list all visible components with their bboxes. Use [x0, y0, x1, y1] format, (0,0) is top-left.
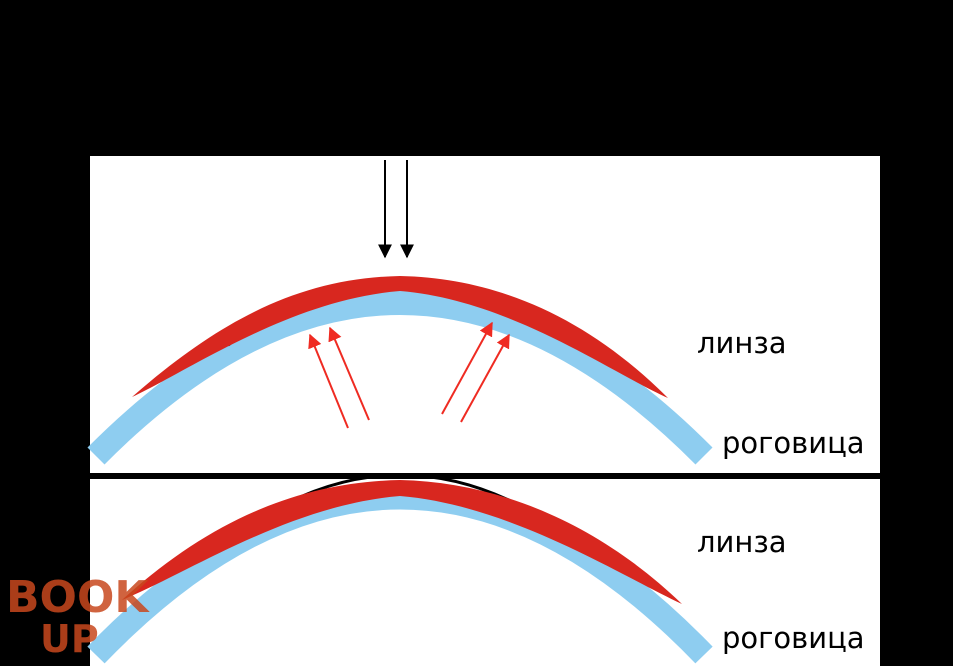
bookup-logo-line2: UP — [40, 617, 99, 661]
lens-top — [132, 276, 668, 398]
cornea-label-top: роговица — [722, 426, 865, 460]
top-diagram: линза роговица — [87, 160, 865, 465]
cornea-bottom — [87, 485, 713, 664]
lens-label-top: линза — [697, 326, 787, 360]
reflected-arrow-2 — [328, 326, 370, 421]
reflected-arrow-4 — [460, 333, 510, 423]
lens-label-bottom: линза — [697, 525, 787, 559]
cornea-top — [87, 291, 713, 465]
bookup-logo: BOOK UP — [6, 572, 150, 661]
bottom-diagram: линза роговица — [87, 473, 865, 664]
reflected-arrow-1 — [308, 333, 349, 429]
lens-bottom — [122, 480, 682, 604]
bookup-logo-line1: BOOK — [6, 572, 150, 623]
reflected-arrow-3 — [441, 321, 493, 415]
cornea-label-bottom: роговица — [722, 621, 865, 655]
